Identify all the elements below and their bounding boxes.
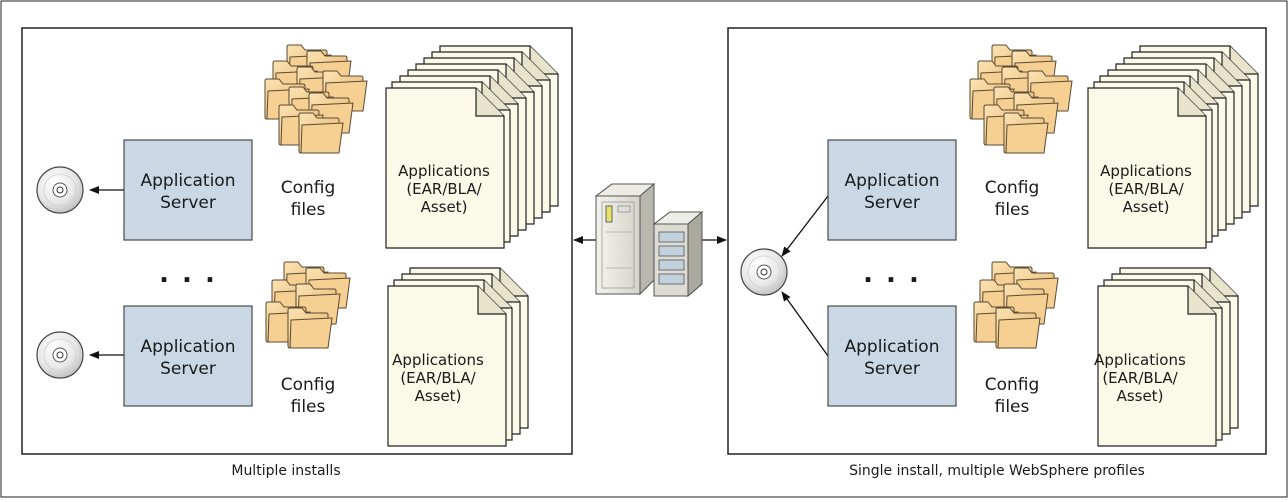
applications-label-line2: (EAR/BLA/ [406, 180, 482, 198]
left-panel-caption: Multiple installs [231, 463, 340, 479]
left-panel: Application Server Config files Applicat… [21, 27, 573, 479]
config-files-label-line1: Config [281, 178, 336, 198]
cd-disc-icon [740, 248, 788, 296]
applications-label-line2: (EAR/BLA/ [1102, 369, 1178, 387]
left-group-2: Application Server Config files Applicat… [36, 262, 529, 447]
application-server-box [123, 139, 253, 241]
ellipsis: . . . [159, 259, 217, 289]
left-group-1: Application Server Config files Applicat… [36, 45, 559, 249]
ellipsis: . . . [863, 259, 921, 289]
right-panel: Application Server Config files Applicat… [727, 27, 1267, 479]
application-server-label-line2: Server [160, 359, 216, 379]
config-files-label-line1: Config [985, 178, 1040, 198]
applications-label-line3: Asset) [1123, 198, 1170, 216]
connector-arrow [781, 195, 829, 257]
application-server-label-line1: Application [845, 337, 940, 357]
right-group-2: Application Server Config files Applicat… [827, 262, 1239, 447]
application-server-label-line1: Application [845, 171, 940, 191]
application-server-box [827, 139, 957, 241]
applications-label-line3: Asset) [1117, 387, 1164, 405]
config-files-label-line1: Config [281, 375, 336, 395]
application-server-box [827, 305, 957, 407]
applications-label-line1: Applications [392, 351, 484, 369]
config-files-label-line2: files [995, 397, 1030, 417]
right-panel-caption: Single install, multiple WebSphere profi… [849, 463, 1145, 479]
document-stack-icon [385, 45, 559, 249]
applications-label-line3: Asset) [421, 198, 468, 216]
document-stack-icon [1087, 45, 1259, 249]
application-server-box [123, 305, 253, 407]
applications-label-line2: (EAR/BLA/ [400, 369, 476, 387]
application-server-label-line2: Server [160, 193, 216, 213]
applications-label-line1: Applications [398, 162, 490, 180]
connector-arrow [781, 291, 829, 357]
applications-label-line3: Asset) [415, 387, 462, 405]
right-group-1: Application Server Config files Applicat… [827, 45, 1259, 249]
applications-label-line2: (EAR/BLA/ [1108, 180, 1184, 198]
cd-disc-icon [36, 331, 84, 379]
config-files-label-line1: Config [985, 375, 1040, 395]
application-server-label-line2: Server [864, 193, 920, 213]
cd-disc-icon [36, 166, 84, 214]
server-machine-icon [573, 182, 727, 298]
applications-label-line1: Applications [1094, 351, 1186, 369]
application-server-label-line1: Application [141, 171, 236, 191]
application-server-label-line2: Server [864, 359, 920, 379]
config-files-label-line2: files [291, 397, 326, 417]
applications-label-line1: Applications [1100, 162, 1192, 180]
config-files-label-line2: files [291, 200, 326, 220]
config-files-label-line2: files [995, 200, 1030, 220]
application-server-label-line1: Application [141, 337, 236, 357]
